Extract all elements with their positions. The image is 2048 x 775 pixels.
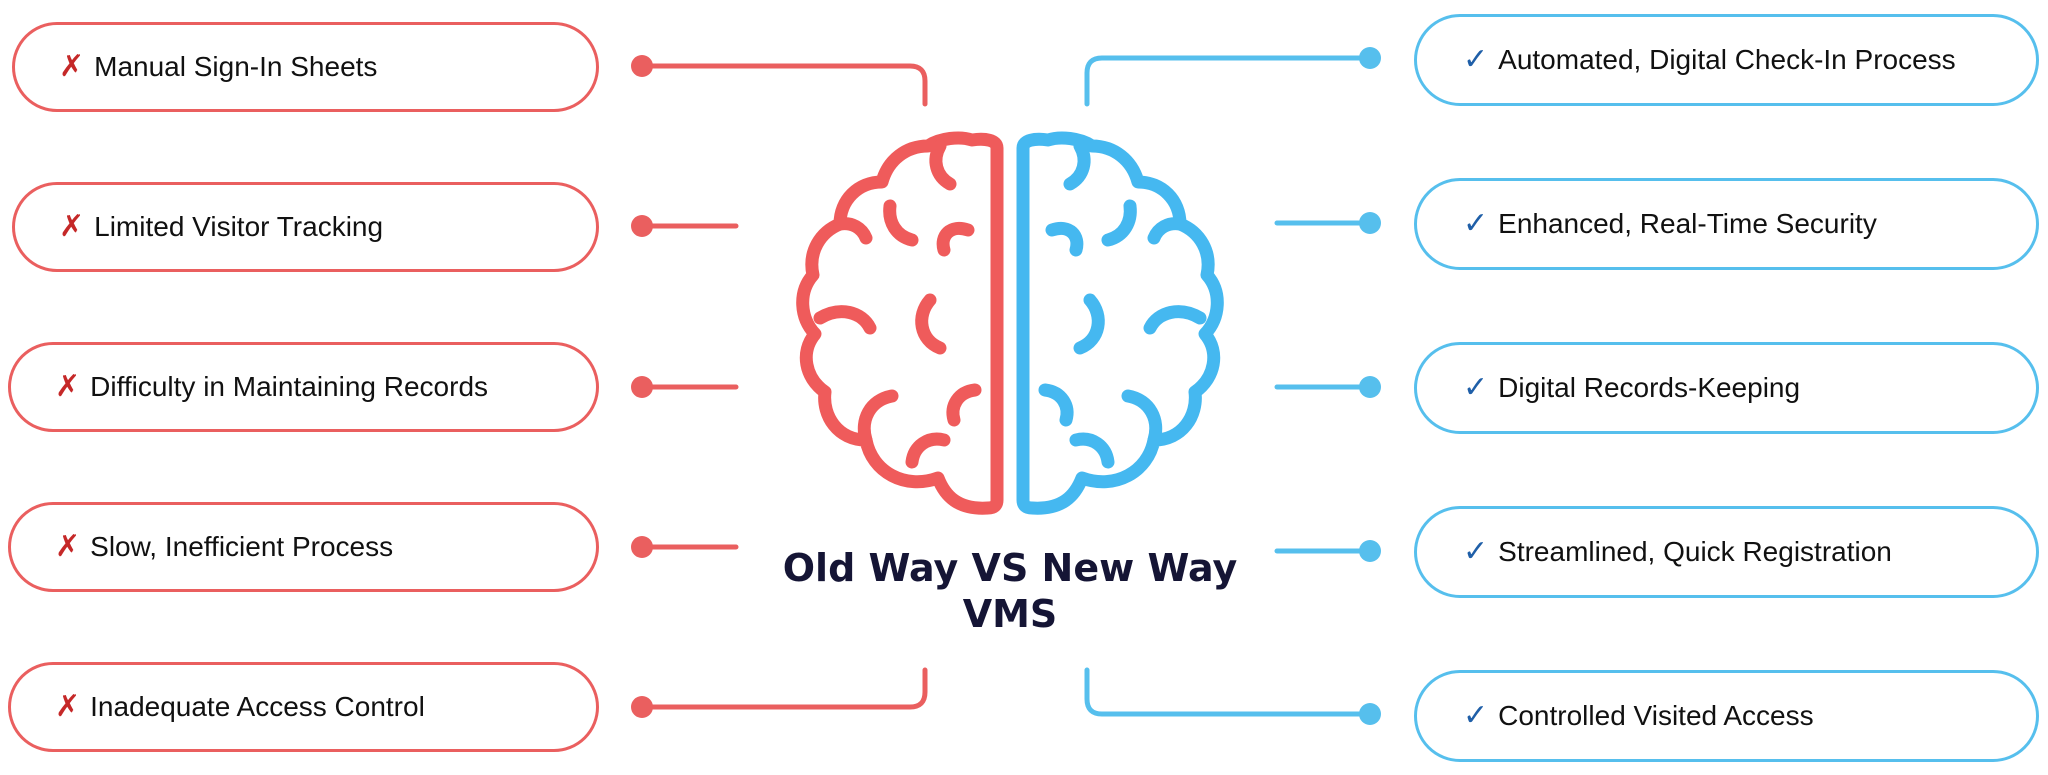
new-way-connectors (1084, 55, 1373, 717)
new-way-item-5: ✓ Controlled Visited Access (1414, 670, 2039, 762)
old-way-label: Manual Sign-In Sheets (94, 51, 378, 82)
new-way-item-4: ✓ Streamlined, Quick Registration (1414, 506, 2039, 598)
old-dot-5 (631, 696, 653, 718)
old-way-connectors (639, 63, 928, 710)
old-dot-4 (631, 536, 653, 558)
check-icon: ✓ (1463, 699, 1489, 732)
old-connector-5 (639, 667, 928, 710)
new-way-label: Automated, Digital Check-In Process (1498, 44, 1956, 75)
old-way-item-1: ✗ Manual Sign-In Sheets (12, 22, 599, 112)
old-connector-1 (639, 63, 928, 107)
cross-icon: ✗ (59, 50, 85, 83)
brain-icon (796, 131, 1224, 515)
new-dot-1 (1359, 47, 1381, 69)
center-title-line-1: Old Way VS New Way (782, 546, 1238, 590)
old-way-item-3: ✗ Difficulty in Maintaining Records (8, 342, 599, 432)
brain-left-hemisphere (796, 131, 1004, 515)
cross-icon: ✗ (55, 530, 81, 563)
old-dot-3 (631, 376, 653, 398)
center-title: Old Way VS New Way VMS (780, 545, 1240, 637)
old-way-label: Slow, Inefficient Process (90, 531, 394, 562)
check-icon: ✓ (1463, 371, 1489, 404)
new-way-item-3: ✓ Digital Records-Keeping (1414, 342, 2039, 434)
new-way-label: Controlled Visited Access (1498, 700, 1814, 731)
check-icon: ✓ (1463, 43, 1489, 76)
old-way-label: Difficulty in Maintaining Records (90, 371, 489, 402)
old-dot-2 (631, 215, 653, 237)
cross-icon: ✗ (55, 370, 81, 403)
new-dot-4 (1359, 540, 1381, 562)
cross-icon: ✗ (55, 690, 81, 723)
cross-icon: ✗ (59, 210, 85, 243)
check-icon: ✓ (1463, 207, 1489, 240)
new-way-label: Streamlined, Quick Registration (1498, 536, 1892, 567)
old-way-item-2: ✗ Limited Visitor Tracking (12, 182, 599, 272)
center-title-line-2: VMS (962, 592, 1058, 636)
new-way-item-2: ✓ Enhanced, Real-Time Security (1414, 178, 2039, 270)
new-way-label: Enhanced, Real-Time Security (1498, 208, 1877, 239)
new-way-label: Digital Records-Keeping (1498, 372, 1801, 403)
new-dot-5 (1359, 703, 1381, 725)
new-dot-3 (1359, 376, 1381, 398)
old-way-label: Inadequate Access Control (90, 691, 425, 722)
old-way-dots (631, 55, 653, 718)
new-connector-5 (1084, 667, 1373, 717)
old-way-item-5: ✗ Inadequate Access Control (8, 662, 599, 752)
new-dot-2 (1359, 212, 1381, 234)
new-way-item-1: ✓ Automated, Digital Check-In Process (1414, 14, 2039, 106)
old-way-item-4: ✗ Slow, Inefficient Process (8, 502, 599, 592)
old-dot-1 (631, 55, 653, 77)
check-icon: ✓ (1463, 535, 1489, 568)
old-way-label: Limited Visitor Tracking (94, 211, 384, 242)
new-way-dots (1359, 47, 1381, 725)
new-connector-1 (1084, 55, 1373, 107)
brain-right-hemisphere (1016, 131, 1224, 515)
